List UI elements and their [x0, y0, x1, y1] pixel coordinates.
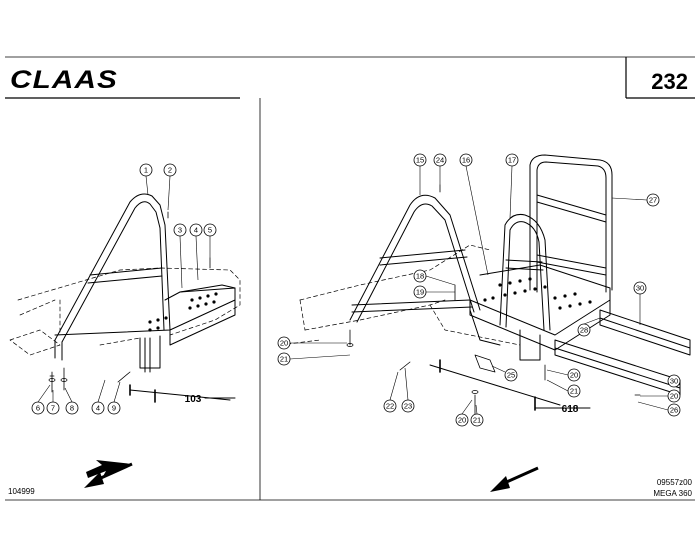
right-drawing	[279, 154, 691, 416]
left-platform	[54, 284, 236, 373]
left-machine-outline	[9, 267, 241, 356]
svg-text:20: 20	[570, 371, 578, 380]
callout-18[interactable]: 18	[413, 269, 456, 286]
callout-16[interactable]: 16	[459, 153, 489, 276]
right-bolts	[346, 184, 641, 416]
brand-logo: CLAAS	[10, 66, 118, 94]
right-callouts: 15 24 16 17 27 18 19	[277, 153, 681, 427]
svg-text:18: 18	[416, 272, 424, 281]
callout-20-left[interactable]: 20	[277, 336, 347, 350]
left-reference-number: 103	[185, 394, 202, 405]
callout-2[interactable]: 2	[163, 163, 177, 211]
svg-text:26: 26	[670, 406, 678, 415]
svg-text:4: 4	[96, 404, 100, 413]
right-handrail-15	[349, 194, 481, 323]
right-reference-number: 618	[562, 404, 579, 415]
callout-1[interactable]: 1	[139, 163, 153, 196]
callout-6[interactable]: 6	[31, 384, 51, 415]
callout-4-top[interactable]: 4	[189, 223, 203, 281]
callout-20-right[interactable]: 20	[640, 389, 681, 403]
left-direction-arrow-icon	[84, 460, 133, 488]
svg-text:24: 24	[436, 156, 444, 165]
svg-text:17: 17	[508, 156, 516, 165]
page-number: 232	[651, 69, 688, 94]
svg-text:20: 20	[280, 339, 288, 348]
right-dimension	[429, 359, 591, 411]
callout-7[interactable]: 7	[46, 390, 60, 415]
callout-17[interactable]: 17	[505, 153, 519, 219]
right-handrail-27	[529, 154, 613, 293]
svg-text:15: 15	[416, 156, 424, 165]
callout-24[interactable]: 24	[433, 153, 447, 185]
svg-text:9: 9	[112, 404, 116, 413]
svg-text:6: 6	[36, 404, 40, 413]
callout-3[interactable]: 3	[173, 223, 187, 289]
callout-9[interactable]: 9	[107, 381, 121, 415]
right-platform	[469, 264, 611, 361]
callout-8[interactable]: 8	[64, 387, 79, 415]
right-direction-arrow-icon	[490, 466, 539, 492]
svg-text:30: 30	[670, 377, 678, 386]
callout-23[interactable]: 23	[401, 367, 415, 413]
svg-text:2: 2	[168, 166, 172, 175]
left-handrail	[54, 193, 171, 361]
left-drawing-number: 104999	[8, 487, 35, 496]
callout-22[interactable]: 22	[383, 371, 399, 413]
callout-26[interactable]: 26	[637, 401, 681, 417]
svg-text:20: 20	[670, 392, 678, 401]
svg-text:3: 3	[178, 226, 182, 235]
svg-text:5: 5	[208, 226, 212, 235]
svg-text:19: 19	[416, 288, 424, 297]
svg-text:21: 21	[280, 355, 288, 364]
left-drawing	[9, 193, 241, 403]
callout-21-left[interactable]: 21	[277, 352, 351, 366]
callout-20-mid[interactable]: 20	[546, 368, 581, 382]
callout-27[interactable]: 27	[611, 193, 660, 207]
callout-28[interactable]: 28	[577, 317, 601, 337]
callout-30-top[interactable]: 30	[633, 281, 647, 325]
right-handrail-17	[499, 214, 551, 331]
right-machine-outline	[279, 244, 521, 346]
callout-15[interactable]: 15	[413, 153, 427, 195]
svg-text:7: 7	[51, 404, 55, 413]
page-frame	[5, 56, 695, 501]
svg-text:4: 4	[194, 226, 198, 235]
svg-text:8: 8	[70, 404, 74, 413]
svg-text:25: 25	[507, 371, 515, 380]
svg-text:1: 1	[144, 166, 148, 175]
svg-text:21: 21	[570, 387, 578, 396]
callout-5[interactable]: 5	[203, 223, 217, 258]
svg-text:23: 23	[404, 402, 412, 411]
callout-19[interactable]: 19	[413, 285, 455, 299]
svg-text:20: 20	[458, 416, 466, 425]
callout-30-bottom[interactable]: 30	[667, 374, 681, 388]
svg-text:22: 22	[386, 402, 394, 411]
model-name: MEGA 360	[653, 489, 692, 498]
svg-text:16: 16	[462, 156, 470, 165]
left-callouts: 1 2 3 4 5 6 7	[31, 163, 217, 415]
callout-20-bottom[interactable]: 20	[455, 399, 473, 427]
callout-25[interactable]: 25	[491, 365, 518, 382]
callout-4-bottom[interactable]: 4	[91, 379, 106, 415]
svg-text:21: 21	[473, 416, 481, 425]
svg-text:27: 27	[649, 196, 657, 205]
svg-text:30: 30	[636, 284, 644, 293]
svg-text:28: 28	[580, 326, 588, 335]
drawing-code: 09557z00	[657, 478, 693, 487]
left-platform-holes	[148, 292, 218, 332]
callout-21-mid[interactable]: 21	[546, 379, 581, 398]
left-dimension	[129, 384, 236, 403]
callout-21-bottom[interactable]: 21	[470, 404, 484, 427]
left-bolts	[48, 211, 211, 393]
